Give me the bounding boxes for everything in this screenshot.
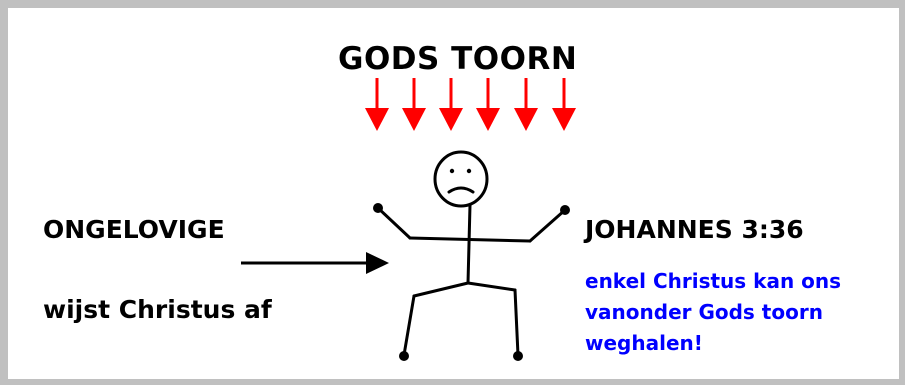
down-arrow-icon [514, 78, 538, 131]
down-arrow-icon [439, 78, 463, 131]
verse-line: weghalen! [585, 331, 703, 355]
verse-line: enkel Christus kan ons [585, 269, 842, 293]
down-arrow-icon [552, 78, 576, 131]
down-arrow-icon [365, 78, 389, 131]
verse-line: vanonder Gods toorn [585, 300, 823, 324]
sad-stick-figure-icon [373, 150, 570, 361]
rejects-christ-label: wijst Christus af [43, 295, 272, 324]
down-arrow-icon [476, 78, 500, 131]
down-arrow-icon [402, 78, 426, 131]
unbeliever-label: ONGELOVIGE [43, 215, 225, 244]
right-arrow-icon [241, 252, 389, 274]
diagram-title: GODS TOORN [338, 41, 578, 77]
bible-reference-label: JOHANNES 3:36 [585, 215, 804, 244]
wrath-arrows [365, 78, 576, 131]
verse-text: enkel Christus kan ons vanonder Gods too… [585, 266, 841, 359]
